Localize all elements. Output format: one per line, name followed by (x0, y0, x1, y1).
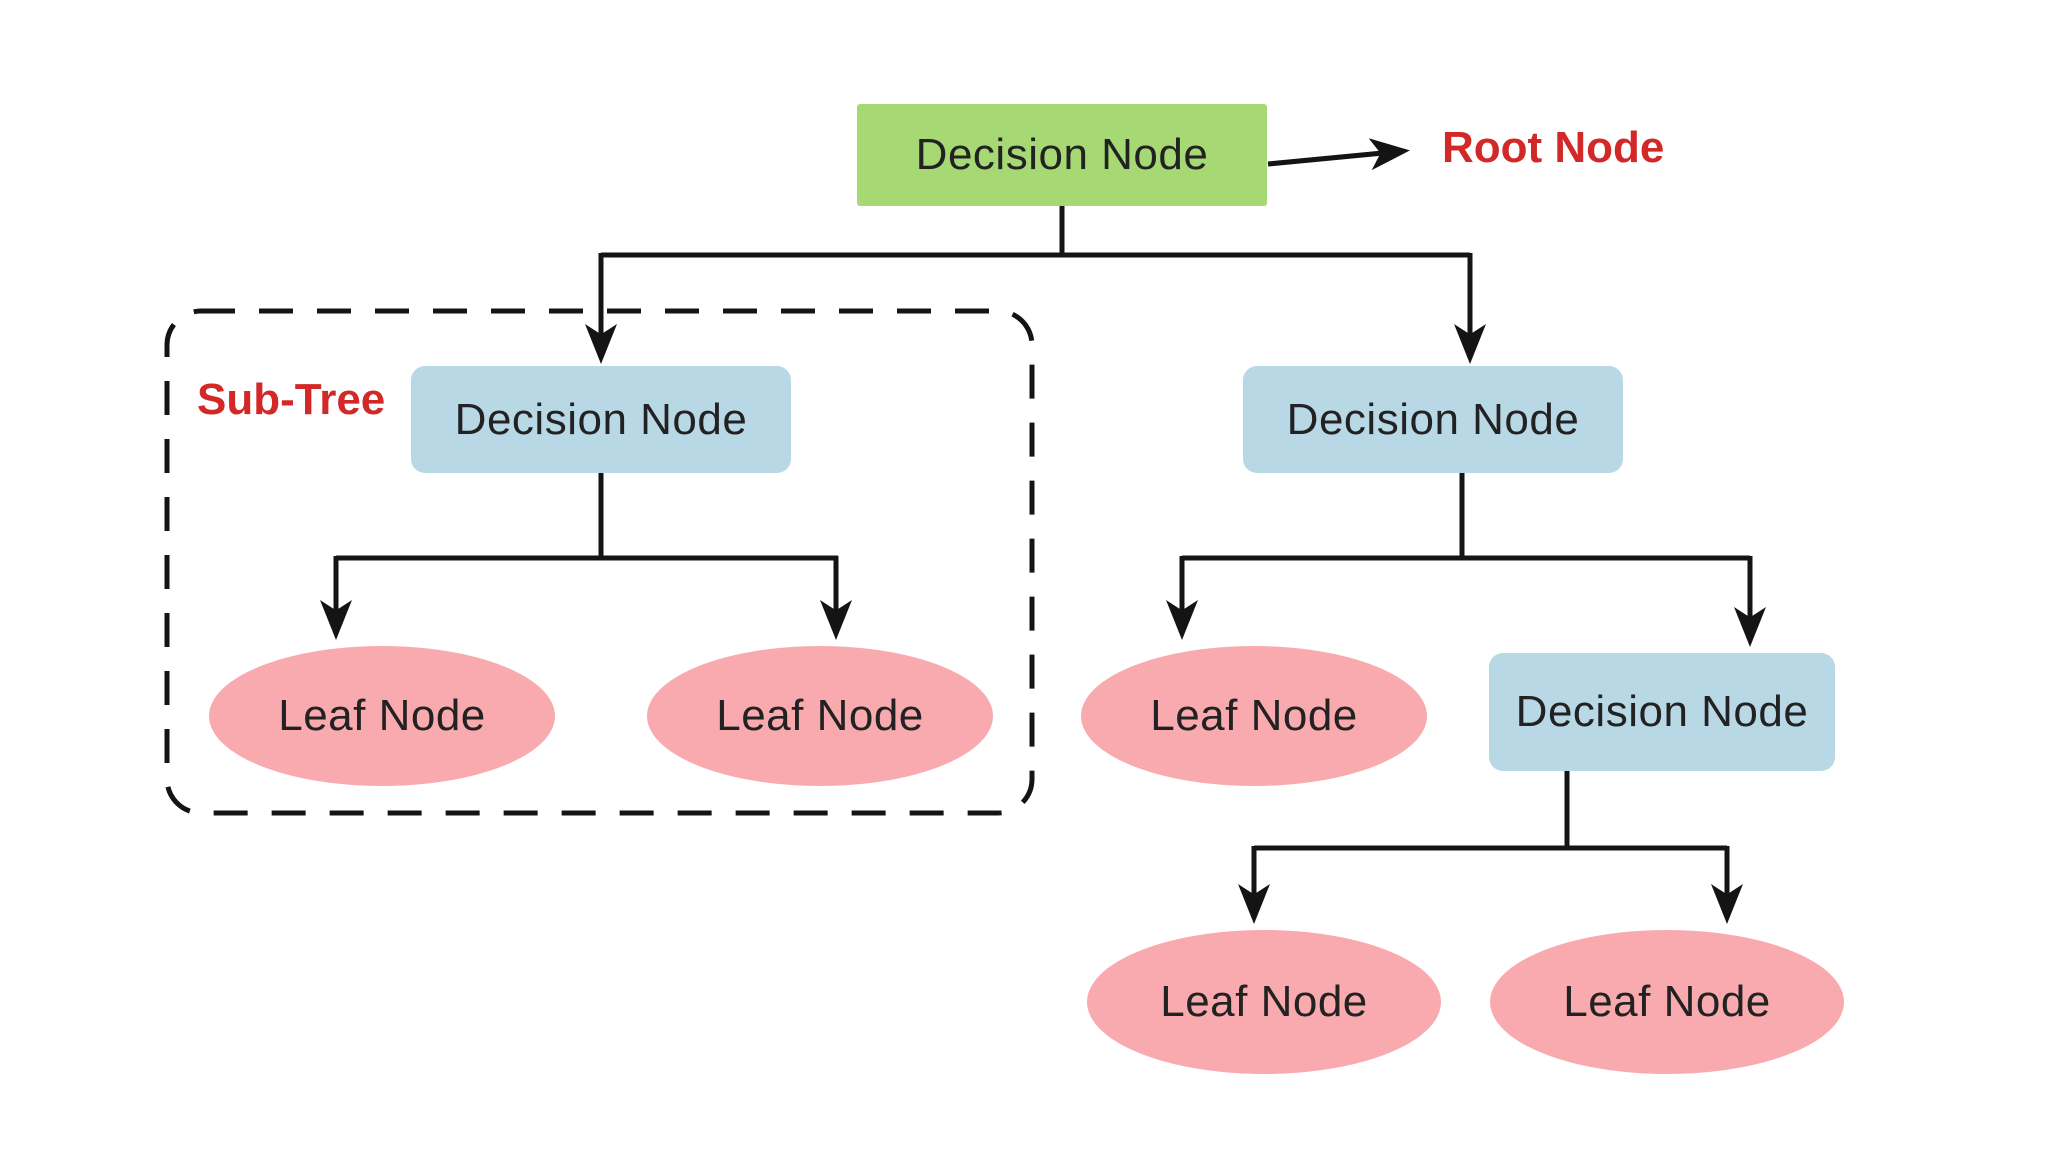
left-decision-node: Decision Node (411, 366, 791, 473)
right-sub-decision-node: Decision Node (1489, 653, 1835, 771)
edge-root-to-annotation (1267, 138, 1410, 171)
subtree-boundary (164, 308, 1035, 816)
root-node-annotation: Root Node (1442, 123, 1665, 172)
subtree-annotation: Sub-Tree (197, 375, 386, 424)
bottom-leaf-node-1: Leaf Node (1087, 930, 1441, 1074)
bottom-leaf-node-2: Leaf Node (1490, 930, 1844, 1074)
left-leaf-node-1: Leaf Node (209, 646, 555, 786)
right-leaf-node: Leaf Node (1081, 646, 1427, 786)
right-decision-node: Decision Node (1243, 366, 1623, 473)
left-leaf-node-2: Leaf Node (647, 646, 993, 786)
root-decision-node: Decision Node (857, 104, 1267, 206)
